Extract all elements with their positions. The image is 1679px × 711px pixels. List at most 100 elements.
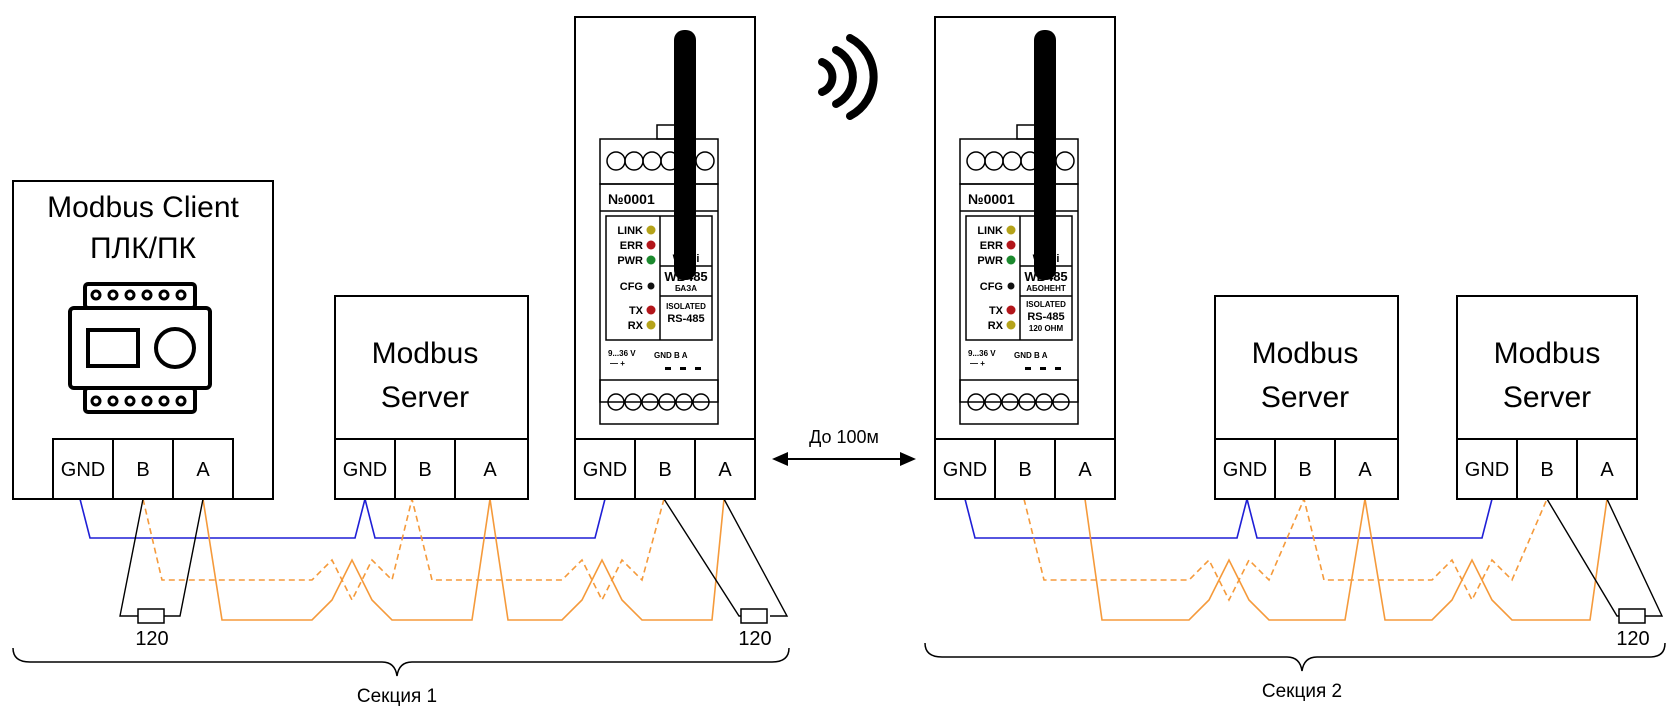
plc-icon (68, 282, 212, 414)
device-base-serial: №0001 (608, 191, 655, 207)
server-2-label-line2: Server (1261, 381, 1349, 414)
led-cfg-icon (647, 282, 655, 290)
section-2-label: Секция 2 (1262, 681, 1342, 702)
server-3-terminal-gnd: GND (1465, 459, 1509, 481)
led-link-icon (1006, 225, 1016, 235)
resistor-2-label: 120 (738, 628, 771, 650)
server-3-terminal-b: B (1540, 459, 1553, 481)
led-tx-icon (1006, 305, 1016, 315)
server-2-terminal-a: A (1358, 459, 1372, 481)
led-label-link: LINK (617, 225, 643, 237)
client-terminal-b: B (136, 459, 149, 481)
led-pwr-icon (1006, 255, 1016, 265)
led-label-rx: RX (988, 320, 1004, 332)
server-2-terminal-gnd: GND (1223, 459, 1267, 481)
device-base-power-signs: — + (610, 359, 625, 368)
resistor-3: 120 (1616, 608, 1650, 650)
device-subscriber-bus: GND B A (1014, 351, 1048, 360)
modbus-server-2: Modbus Server GND B A (1214, 295, 1399, 500)
led-label-tx: TX (629, 305, 644, 317)
server-2-label-line1: Modbus (1252, 337, 1359, 370)
led-label-link: LINK (977, 225, 1003, 237)
led-label-tx: TX (989, 305, 1004, 317)
led-label-err: ERR (980, 240, 1003, 252)
device-base-iso2: RS-485 (667, 313, 704, 325)
gnd-wire-section-2 (964, 498, 1493, 539)
server-1-terminal-b: B (418, 459, 431, 481)
resistor-1-label: 120 (135, 628, 168, 650)
device-subscriber-role: АБОНЕНТ (1026, 284, 1066, 293)
resistor-icon (1618, 608, 1646, 624)
server-2-terminal-b: B (1298, 459, 1311, 481)
device-subscriber-serial: №0001 (968, 191, 1015, 207)
device-base-iso1: ISOLATED (666, 302, 706, 311)
antenna-icon (674, 30, 696, 280)
resistor-1: 120 (135, 608, 169, 650)
led-label-rx: RX (628, 320, 644, 332)
led-label-cfg: CFG (980, 281, 1003, 293)
client-terminal-gnd: GND (61, 459, 105, 481)
gnd-wire-section-1 (79, 498, 606, 539)
wiring (79, 496, 1664, 621)
resistor-lead-2 (663, 498, 762, 617)
device-base-bus: GND B A (654, 351, 688, 360)
client-title: Modbus Client (47, 191, 239, 224)
server-3-label-line2: Server (1503, 381, 1591, 414)
led-rx-icon (1006, 320, 1016, 330)
server-1-label-line2: Server (381, 381, 469, 414)
led-label-cfg: CFG (620, 281, 643, 293)
resistor-3-label: 120 (1616, 628, 1649, 650)
server-1-label-line1: Modbus (372, 337, 479, 370)
device-subscriber-model: WB485 (1024, 269, 1067, 284)
led-tx-icon (646, 305, 656, 315)
device-subscriber-iso3: 120 OHM (1029, 324, 1064, 333)
resistor-icon (740, 608, 768, 624)
device-subscriber-wifi: Wi-Fi (1033, 253, 1060, 265)
wb485-device-subscriber: №0001 LINK ERR PWR CFG TX RX Wi-Fi WB485… (934, 16, 1116, 500)
device-subscriber-terminal-gnd: GND (943, 459, 987, 481)
device-base-role: БАЗА (675, 284, 697, 293)
led-link-icon (646, 225, 656, 235)
device-base-terminal-gnd: GND (583, 459, 627, 481)
client-terminal-a: A (196, 459, 210, 481)
server-1-terminal-a: A (483, 459, 497, 481)
wb485-device-base: №0001 LINK ERR PWR CFG TX RX Wi-Fi WB485… (574, 16, 756, 500)
device-subscriber-terminal-b: B (1018, 459, 1031, 481)
modbus-client: Modbus Client ПЛК/ПК GND B A (12, 180, 274, 500)
section-1-label: Секция 1 (357, 686, 437, 707)
device-base-model: WB485 (664, 269, 707, 284)
resistor-2: 120 (738, 608, 772, 650)
device-subscriber-power: 9...36 V (968, 349, 996, 358)
led-label-pwr: PWR (617, 255, 643, 267)
wireless-signal-icon (818, 34, 878, 120)
resistor-lead-1 (119, 498, 144, 617)
modbus-server-3: Modbus Server GND B A (1456, 295, 1638, 500)
distance-arrow: До 100м (772, 427, 916, 466)
led-err-icon (1006, 240, 1016, 250)
led-pwr-icon (646, 255, 656, 265)
a-wire-section-1 (202, 498, 725, 621)
device-base-terminal-b: B (658, 459, 671, 481)
server-3-terminal-a: A (1600, 459, 1614, 481)
device-subscriber-iso1: ISOLATED (1026, 300, 1066, 309)
resistor-lead-2b (723, 498, 789, 617)
server-1-terminal-gnd: GND (343, 459, 387, 481)
led-err-icon (646, 240, 656, 250)
led-rx-icon (646, 320, 656, 330)
distance-label: До 100м (809, 427, 879, 447)
resistor-lead-1b (163, 498, 204, 617)
device-subscriber-terminal-a: A (1078, 459, 1092, 481)
device-base-wifi: Wi-Fi (673, 253, 700, 265)
b-wire-section-1 (142, 498, 665, 602)
device-subscriber-power-signs: — + (970, 359, 985, 368)
device-base-terminal-a: A (718, 459, 732, 481)
client-subtitle: ПЛК/ПК (90, 232, 197, 265)
section-1-brace: Секция 1 (12, 647, 790, 707)
led-label-err: ERR (620, 240, 643, 252)
led-label-pwr: PWR (977, 255, 1003, 267)
b-wire-section-2 (1023, 496, 1548, 602)
server-3-label-line1: Modbus (1494, 337, 1601, 370)
section-2-brace: Секция 2 (924, 642, 1666, 702)
led-cfg-icon (1007, 282, 1015, 290)
antenna-icon (1034, 30, 1056, 280)
